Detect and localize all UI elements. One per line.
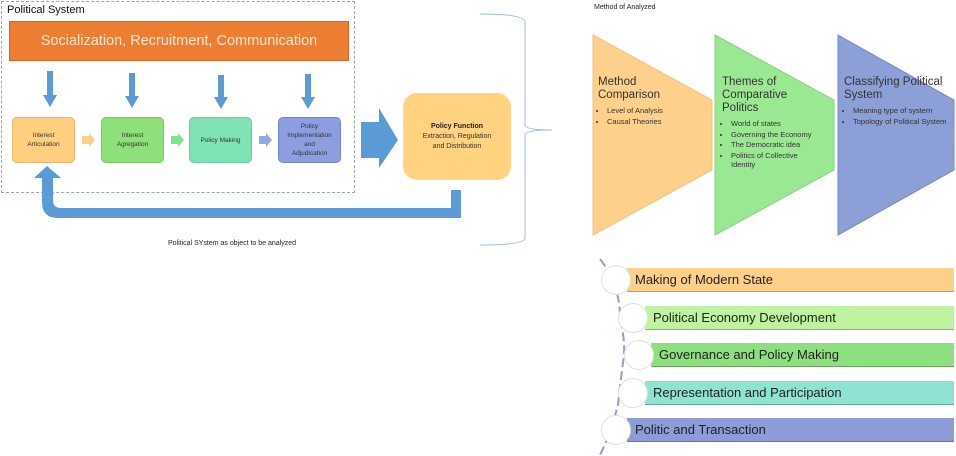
method-comparison-text: Method Comparison Level of Analysis Caus… [598,76,708,127]
bullet-item: Meaning type of system [853,106,948,116]
topic-item-2: Political Economy Development [645,306,954,330]
stage-policy-implementation: Policy Implementation and Adjudication [278,117,341,163]
funnel-classifying [837,34,955,236]
right-arrow-2-icon [171,133,184,147]
bullet-item: Level of Analysis [607,106,708,116]
topic-item-4: Representation and Participation [645,381,954,405]
down-arrow-2-icon [125,73,139,108]
classifying-text: Classifying Political System Meaning typ… [844,76,948,127]
bullet-item: World of states [731,119,822,129]
down-arrow-1-icon [43,71,57,107]
topic-circle-4 [618,378,648,408]
flow-arrows [34,13,553,246]
funnel-themes [714,34,835,236]
down-arrow-4-icon [301,74,315,109]
policy-function-box: Policy Function Extraction, Regulation a… [403,93,511,180]
down-arrow-3-icon [214,75,228,109]
topic-item-5: Politic and Transaction [627,418,954,442]
curly-brace [479,13,553,246]
themes-text: Themes of Comparative Politics World of … [722,76,822,171]
topic-circle-3 [624,340,654,370]
topic-circle-5 [601,415,631,445]
policy-function-title: Policy Function [430,122,484,130]
bullet-item: Causal Theories [607,117,708,127]
topic-circle-2 [618,303,648,333]
funnel-method-comparison [592,34,713,236]
political-system-frame [1,1,355,193]
topic-circle-1 [601,265,631,295]
bullet-item: Governing the Economy [731,130,822,140]
method-funnels [592,34,955,236]
stage-policy-making: Policy Making [189,117,252,163]
political-system-title: Political System [7,4,85,16]
bullet-item: Topology of Political System [853,117,948,127]
topic-item-3: Governance and Policy Making [651,343,954,367]
socialization-bar-label: Socialization, Recruitment, Communicatio… [40,33,318,49]
socialization-bar: Socialization, Recruitment, Communicatio… [9,21,349,61]
bullet-item: The Democratic idea [731,140,822,150]
diagram-caption: Political SYstem as object to be analyze… [168,240,297,247]
bullet-item: Politics of Collective Identity [731,151,822,170]
method-title: Method of Analyzed [594,4,656,11]
feedback-arrow-icon [34,166,461,218]
topics-connector-line [599,258,626,456]
big-right-arrow-icon [361,108,398,168]
right-arrow-3-icon [259,133,272,147]
right-arrow-1-icon [82,133,95,147]
topic-item-1: Making of Modern State [627,268,954,292]
